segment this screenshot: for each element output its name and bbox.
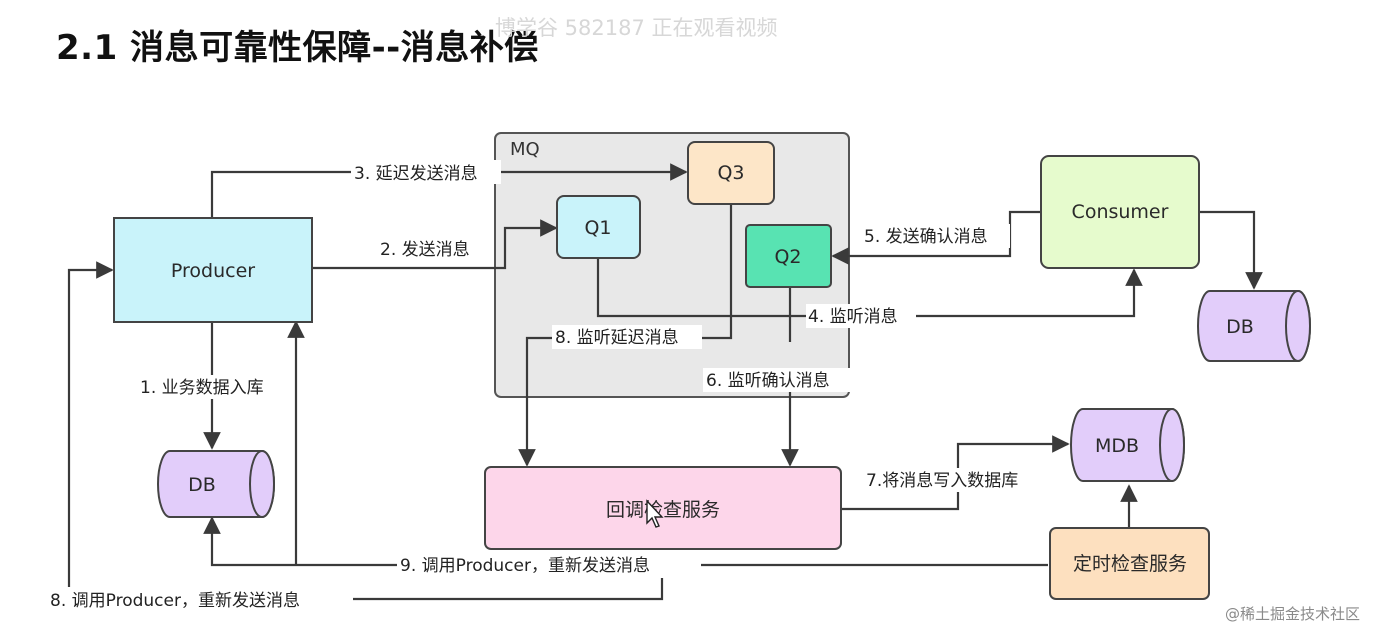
edge-2-label-group: 2. 发送消息 bbox=[378, 236, 488, 260]
edge-4-label: 4. 监听消息 bbox=[808, 307, 898, 327]
edge-2-label: 2. 发送消息 bbox=[380, 240, 470, 260]
edge-8a-label-group: 8. 监听延迟消息 bbox=[552, 325, 702, 349]
edge-5-label-group: 5. 发送确认消息 bbox=[860, 224, 1010, 248]
consumer-label: Consumer bbox=[1072, 201, 1169, 223]
producer-label: Producer bbox=[171, 260, 255, 282]
timer-service-label: 定时检查服务 bbox=[1073, 553, 1187, 575]
db-consumer-label: DB bbox=[1226, 316, 1254, 338]
q3-node bbox=[687, 141, 775, 205]
edge-8b-label: 8. 调用Producer，重新发送消息 bbox=[50, 591, 300, 611]
q2-label: Q2 bbox=[774, 246, 801, 268]
consumer-node bbox=[1040, 155, 1200, 269]
watermark: 博学谷 582187 正在观看视频 bbox=[495, 16, 778, 40]
q2-node bbox=[745, 224, 832, 288]
edge-1-label: 1. 业务数据入库 bbox=[140, 378, 264, 398]
edge-8b-label-group: 8. 调用Producer，重新发送消息 bbox=[47, 587, 353, 611]
edge-6-label: 6. 监听确认消息 bbox=[706, 371, 830, 391]
edge-3-label: 3. 延迟发送消息 bbox=[354, 164, 478, 184]
source-credit: @稀土掘金技术社区 bbox=[1224, 605, 1360, 623]
cursor-icon bbox=[646, 499, 664, 528]
edge-5-label: 5. 发送确认消息 bbox=[864, 227, 988, 247]
db-consumer-node bbox=[1197, 290, 1311, 362]
page-title: 2.1 消息可靠性保障--消息补偿 bbox=[56, 28, 539, 68]
edge-9-label: 9. 调用Producer，重新发送消息 bbox=[400, 556, 650, 576]
callback-service-label: 回调检查服务 bbox=[606, 499, 720, 521]
edge-3-label-group: 3. 延迟发送消息 bbox=[351, 160, 501, 184]
edge-8a-label: 8. 监听延迟消息 bbox=[555, 328, 679, 348]
db-producer-label: DB bbox=[188, 474, 216, 496]
mdb-node bbox=[1070, 408, 1185, 482]
q3-label: Q3 bbox=[717, 162, 744, 184]
edge-3-line bbox=[210, 163, 688, 217]
edge-9-label-group: 9. 调用Producer，重新发送消息 bbox=[397, 553, 701, 577]
callback-service-node bbox=[484, 466, 842, 550]
mq-label: MQ bbox=[510, 139, 540, 160]
mdb-label: MDB bbox=[1095, 435, 1139, 457]
timer-service-node bbox=[1049, 527, 1210, 600]
edge-consumer-db-line bbox=[1200, 210, 1263, 290]
edge-9-line bbox=[203, 516, 1048, 567]
edge-1-label-group: 1. 业务数据入库 bbox=[137, 375, 287, 399]
producer-node bbox=[113, 217, 313, 323]
edge-6-label-group: 6. 监听确认消息 bbox=[703, 368, 855, 392]
edge-7-label: 7.将消息写入数据库 bbox=[866, 471, 1018, 491]
q1-label: Q1 bbox=[584, 217, 611, 239]
db-producer-node bbox=[157, 450, 275, 518]
edge-7-label-group: 7.将消息写入数据库 bbox=[864, 468, 1048, 492]
q1-node bbox=[556, 195, 641, 259]
edge-4-label-group: 4. 监听消息 bbox=[806, 304, 916, 328]
edge-2-line bbox=[313, 219, 558, 270]
